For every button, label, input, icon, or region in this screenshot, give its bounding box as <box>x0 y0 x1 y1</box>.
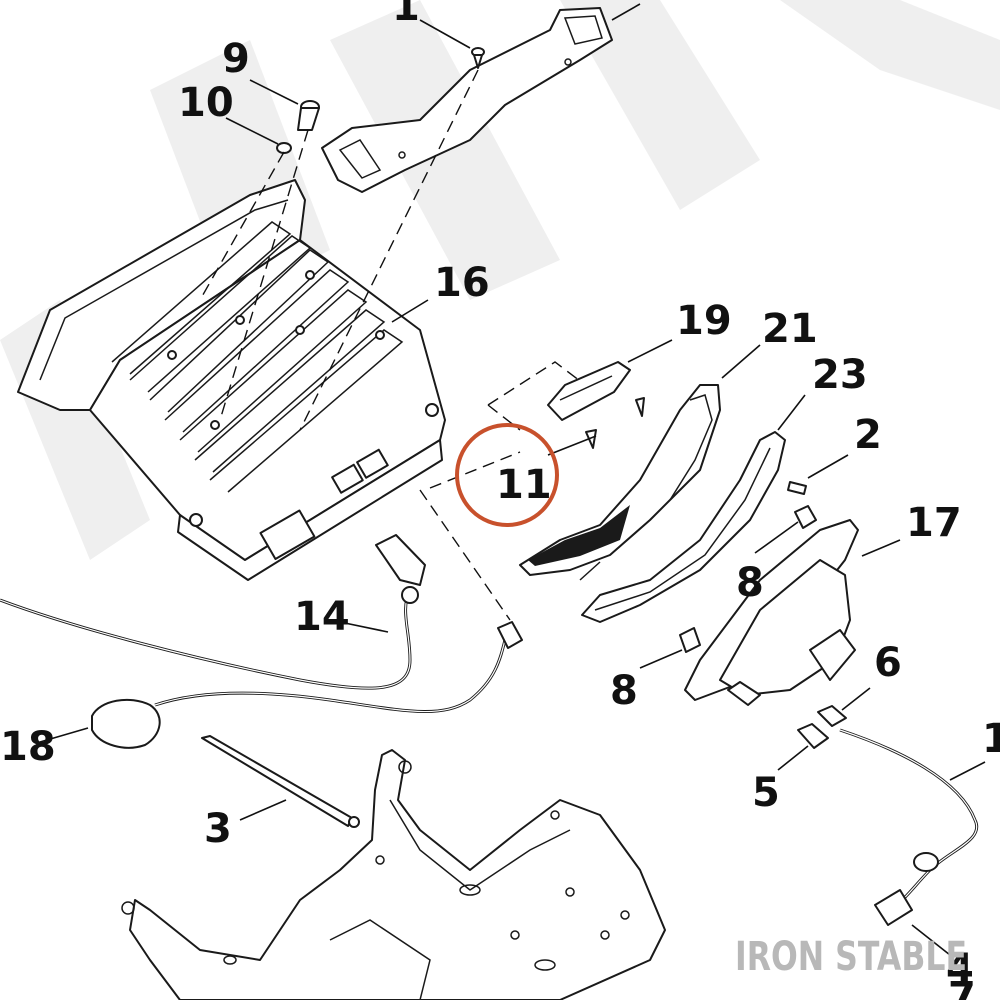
speaker-17 <box>684 519 859 706</box>
amplifier-module <box>17 179 446 581</box>
antenna-cable-14 <box>0 534 426 690</box>
callout-4[interactable]: 4 <box>946 946 974 992</box>
screw-9 <box>297 100 320 131</box>
callout-11-highlight-ring <box>455 423 559 527</box>
grille-frame-23 <box>581 431 786 623</box>
callout-23[interactable]: 23 <box>812 352 868 398</box>
heat-sink-fins <box>111 221 404 493</box>
screw-11 <box>585 429 597 449</box>
clip-8-upper <box>794 505 817 529</box>
callout-10[interactable]: 10 <box>178 80 234 126</box>
callout-8-lower[interactable]: 8 <box>610 668 638 714</box>
speaker-harness-1 <box>839 728 979 926</box>
watermark-text: IRON STABLE <box>735 934 967 980</box>
screw-near-19 <box>635 397 645 417</box>
callout-9[interactable]: 9 <box>222 36 250 82</box>
screw-1-top <box>471 47 485 69</box>
callout-2[interactable]: 2 <box>854 412 882 458</box>
mounting-bracket <box>121 749 666 1001</box>
mounting-strap <box>321 3 641 193</box>
callout-1-top[interactable]: 1 <box>392 0 420 30</box>
callout-3[interactable]: 3 <box>204 806 232 852</box>
callout-6[interactable]: 6 <box>874 640 902 686</box>
callout-14[interactable]: 14 <box>294 594 350 640</box>
pin-2 <box>787 481 807 495</box>
callout-19[interactable]: 19 <box>676 298 732 344</box>
callout-18[interactable]: 18 <box>0 724 56 770</box>
callout-11[interactable]: 11 <box>496 462 552 508</box>
callout-1-right[interactable]: 1 <box>982 716 1000 762</box>
alignment-lines-module <box>199 69 593 621</box>
clip-8-lower <box>679 627 701 653</box>
leader-lines <box>39 19 986 956</box>
connector-6 <box>817 705 847 727</box>
callout-21[interactable]: 21 <box>762 306 818 352</box>
washer-10 <box>276 142 292 154</box>
gps-antenna-18 <box>91 621 523 749</box>
callout-5[interactable]: 5 <box>752 770 780 816</box>
connector-5 <box>797 723 829 749</box>
callout-8-upper[interactable]: 8 <box>736 560 764 606</box>
speaker-housing-21 <box>519 384 721 581</box>
cable-tie-3 <box>201 735 360 828</box>
bracket-19 <box>547 361 631 421</box>
callout-16[interactable]: 16 <box>434 260 490 306</box>
callout-17[interactable]: 17 <box>906 500 962 546</box>
